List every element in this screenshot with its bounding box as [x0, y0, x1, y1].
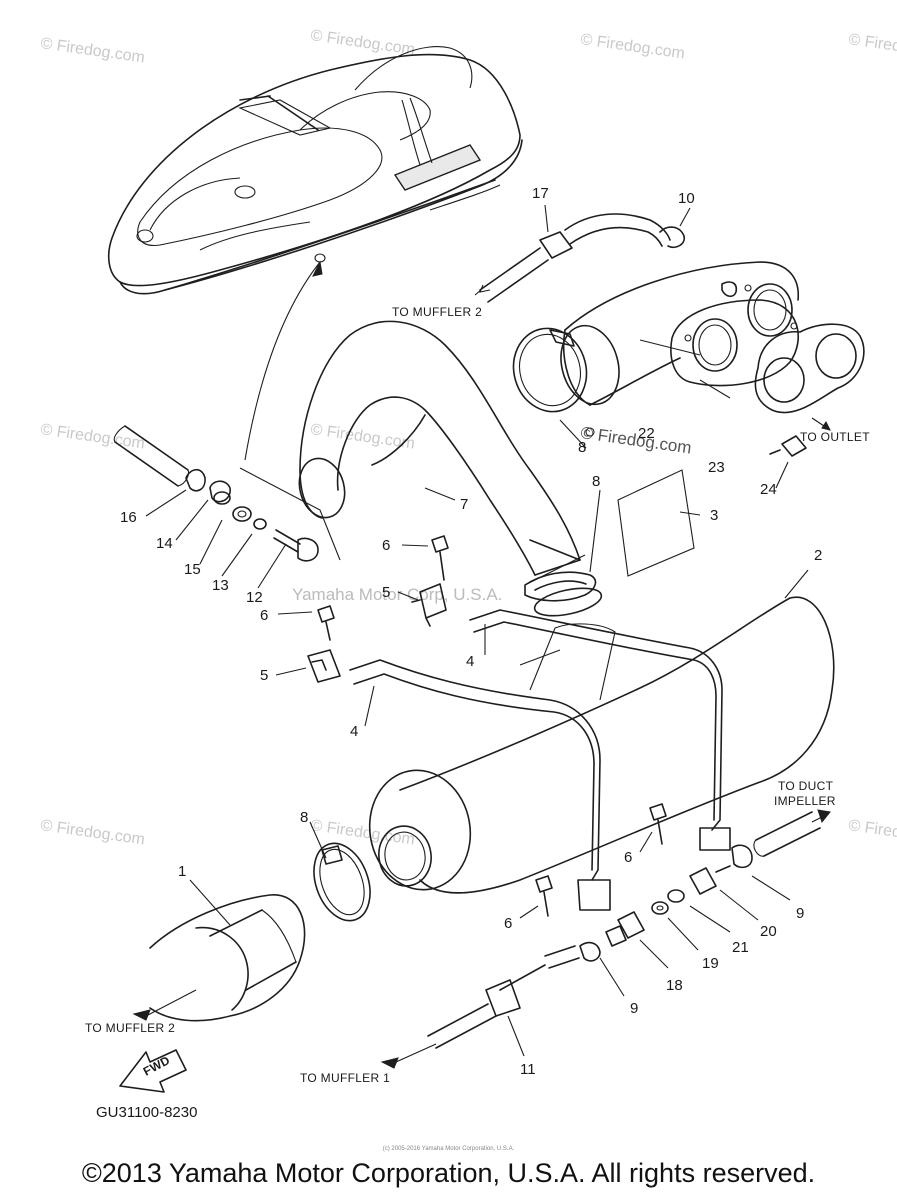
part-number-12: 12	[246, 589, 263, 606]
part-number-23: 23	[708, 459, 725, 476]
part-number-7: 7	[460, 496, 468, 513]
part-number-6: 6	[504, 915, 512, 932]
part-number-6: 6	[260, 607, 268, 624]
copyright-footer: ©2013 Yamaha Motor Corporation, U.S.A. A…	[81, 1158, 816, 1188]
part-number-9: 9	[796, 905, 804, 922]
exhaust-manifold-group	[512, 261, 865, 457]
bracket-bolt-group	[275, 535, 667, 919]
part-number-8: 8	[578, 439, 586, 456]
part-number-leaders	[145, 204, 789, 589]
label-to-duct: TO DUCT	[778, 779, 834, 793]
part-number-16: 16	[120, 509, 137, 526]
watermark-yamaha: Yamaha Motor Corp, U.S.A.	[292, 585, 502, 604]
part-number-14: 14	[156, 535, 173, 552]
callout-labels: TO MUFFLER 2 TO OUTLET TO DUCT IMPELLER …	[85, 305, 870, 1121]
part-number-2: 2	[814, 547, 822, 564]
part-number-6: 6	[624, 849, 632, 866]
part-number-5: 5	[260, 667, 268, 684]
part-number-8: 8	[300, 809, 308, 826]
part-number-4: 4	[466, 653, 474, 670]
muffler-body-2	[349, 569, 835, 911]
hose-fitting-group-left	[113, 425, 341, 562]
part-number-22: 22	[638, 425, 655, 442]
fineprint-copyright: (c) 2005-2016 Yamaha Motor Corporation, …	[382, 1146, 515, 1152]
fwd-arrow	[119, 1049, 187, 1093]
part-number-19: 19	[702, 955, 719, 972]
leader-craft-to-bracket	[244, 260, 323, 461]
part-number-17: 17	[532, 185, 549, 202]
pipe-1-group	[132, 821, 371, 1022]
watermark-firedog-mid: © Firedog.com	[579, 423, 692, 457]
part-number-20: 20	[760, 923, 777, 940]
part-number-11: 11	[520, 1061, 536, 1078]
label-fwd: FWD	[141, 1053, 173, 1079]
part-number-18: 18	[666, 977, 683, 994]
part-number-1: 1	[178, 863, 186, 880]
watermark-firedog: © Firedog.com	[39, 817, 145, 848]
label-to-muffler-2-bottom: TO MUFFLER 2	[85, 1021, 175, 1035]
label-to-outlet: TO OUTLET	[800, 430, 870, 444]
part-number-15: 15	[184, 561, 201, 578]
watermark-firedog: © Firedog.com	[579, 31, 685, 62]
part-number-labels: 1 2 3 4 4 5 5 6 6 6 6 7 8 8 8 9 9 10 11 …	[120, 185, 822, 1078]
diagram-code: GU31100-8230	[96, 1104, 197, 1121]
label-to-muffler-2-top: TO MUFFLER 2	[392, 305, 482, 319]
part-number-9: 9	[630, 1000, 638, 1017]
watermark-firedog: © Firedog.com	[39, 421, 145, 452]
label-impeller: IMPELLER	[774, 794, 836, 808]
part-number-8: 8	[592, 473, 600, 490]
part-number-13: 13	[212, 577, 229, 594]
exhaust-pipe-7	[298, 320, 586, 586]
watermark-firedog: © Firedog.com	[39, 35, 145, 66]
part-number-5: 5	[382, 584, 390, 601]
part-number-4: 4	[350, 723, 358, 740]
lower-fitting-group	[380, 809, 831, 1069]
part-number-3: 3	[710, 507, 718, 524]
watermark-firedog: © Firedog.com	[309, 27, 415, 58]
heat-shield-3	[617, 469, 701, 577]
label-to-muffler-1: TO MUFFLER 1	[300, 1071, 390, 1085]
part-number-10: 10	[678, 190, 695, 207]
hose-17-group	[474, 213, 686, 303]
part-number-24: 24	[760, 481, 777, 498]
watermark-firedog: © Firedog.com	[847, 817, 897, 848]
watercraft-illustration	[107, 46, 523, 295]
part-number-21: 21	[732, 939, 749, 956]
watermark-firedog: © Firedog.com	[847, 31, 897, 62]
watermark-firedog: © Firedog.com	[309, 421, 415, 452]
part-number-6: 6	[382, 537, 390, 554]
